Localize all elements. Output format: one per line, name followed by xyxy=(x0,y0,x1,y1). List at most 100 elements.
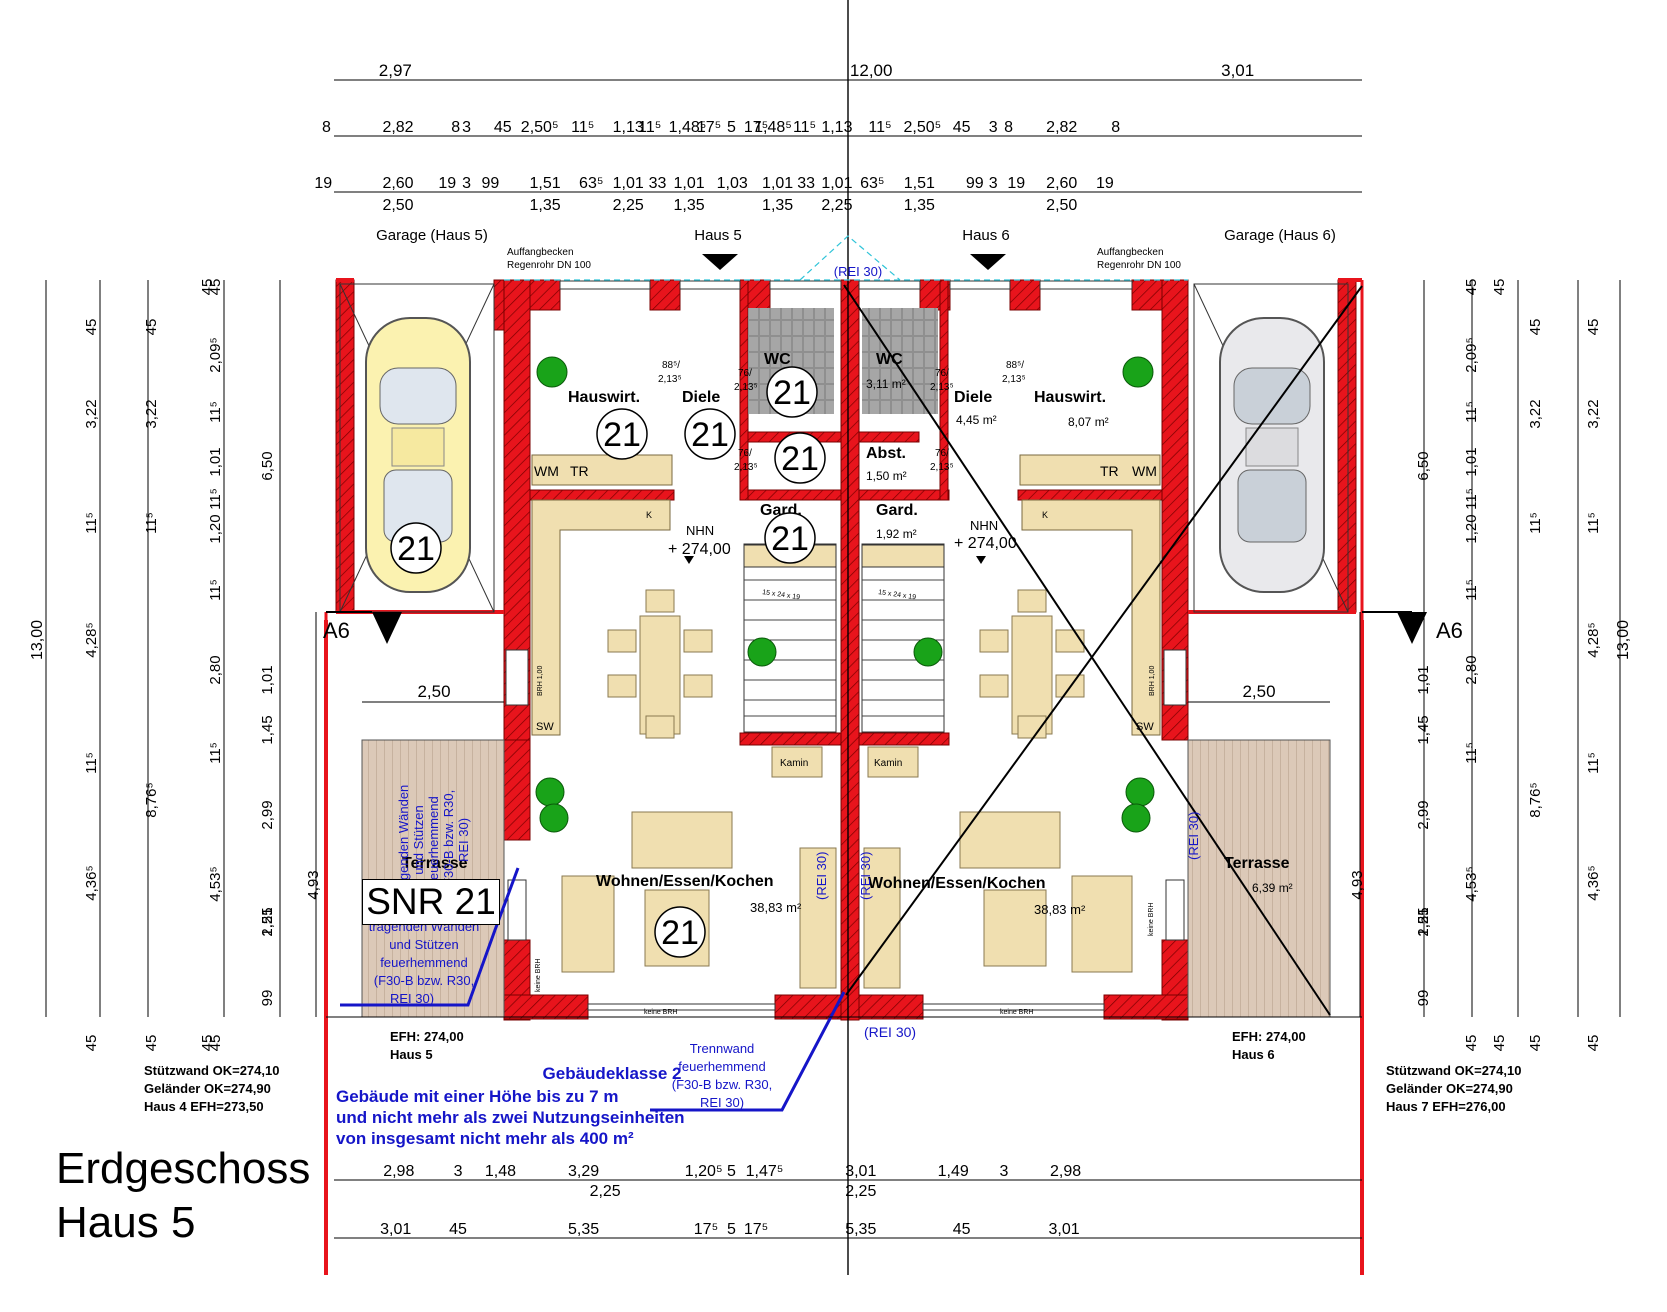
vertical-dim: 4,28⁵ xyxy=(83,622,100,657)
vertical-dim: 1,51 xyxy=(259,907,276,936)
stuetz-right-3: Haus 7 EFH=276,00 xyxy=(1386,1099,1506,1114)
wall xyxy=(1103,994,1189,1020)
room-number: 21 xyxy=(397,530,435,568)
dim-value: 45 xyxy=(953,1221,971,1238)
vertical-dim: 99 xyxy=(259,990,276,1007)
svg-text:REI 30): REI 30) xyxy=(390,991,434,1006)
vertical-dim: 1,51 xyxy=(1415,907,1432,936)
dim-value: 2,25 xyxy=(613,197,644,214)
garage-left xyxy=(339,283,495,613)
label-brh-left: BRH 1,00 xyxy=(537,666,544,696)
blue-annotations xyxy=(340,867,846,1112)
dim-value: 11⁵ xyxy=(793,119,816,136)
vertical-dim: 11⁵ xyxy=(1463,488,1480,510)
dim-value: 5 xyxy=(727,119,736,136)
room-circle xyxy=(654,906,706,958)
vertical-dim: 4,53⁵ xyxy=(1463,866,1480,901)
efh-haus5-name: Haus 5 xyxy=(390,1047,433,1062)
room-circle xyxy=(390,522,442,574)
vertical-dim: 11⁵ xyxy=(83,752,100,774)
vertical-dim: 2,99 xyxy=(259,800,276,829)
label-rei30-top: (REI 30) xyxy=(834,264,882,279)
label-nhn-value-right: + 274,00 xyxy=(954,535,1017,552)
dim-value: 17⁵ xyxy=(694,1221,718,1238)
vertical-dim: 45 xyxy=(199,279,216,296)
dim-value: 2,82 xyxy=(382,119,413,136)
label-garage-left: Garage (Haus 5) xyxy=(376,227,488,244)
label-k-left: K xyxy=(646,510,652,520)
vertical-dim: 45 xyxy=(1527,1035,1544,1052)
dim-value: 8 xyxy=(322,119,331,136)
vertical-dim: 8,76⁵ xyxy=(143,782,160,817)
stuetz-left-1: Stützwand OK=274,10 xyxy=(144,1063,279,1078)
efh-haus6: EFH: 274,00 xyxy=(1232,1029,1306,1044)
area-terrasse-right: 6,39 m² xyxy=(1252,881,1293,895)
roof-dash xyxy=(799,235,901,281)
drawing-title: Erdgeschoss Haus 5 xyxy=(56,1142,310,1250)
label-garage-right: Garage (Haus 6) xyxy=(1224,227,1336,244)
dim-value: 45 xyxy=(953,119,971,136)
dim-value: 1,51 xyxy=(530,175,561,192)
stuetz-right-1: Stützwand OK=274,10 xyxy=(1386,1063,1521,1078)
door-dim-6b: 2,13⁵ xyxy=(930,462,954,473)
vertical-dim: 45 xyxy=(207,1035,224,1052)
dim-value: 1,49 xyxy=(938,1163,969,1180)
dim-value: 1,01 xyxy=(821,175,852,192)
snr-label: SNR 21 xyxy=(362,879,500,925)
vertical-dim: 4,36⁵ xyxy=(83,865,100,900)
svg-text:feuerhemmend: feuerhemmend xyxy=(678,1059,765,1074)
dim-value: 1,35 xyxy=(673,197,704,214)
dining-right xyxy=(979,589,1085,739)
wall xyxy=(1017,489,1163,501)
dim-value: 45 xyxy=(494,119,512,136)
vertical-dim: 3,22 xyxy=(143,399,160,428)
stuetz-left-2: Geländer OK=274,90 xyxy=(144,1081,271,1096)
dim-value: 2,25 xyxy=(821,197,852,214)
dim-value: 3 xyxy=(462,119,471,136)
kitchen xyxy=(531,454,1161,736)
dim-value: 3 xyxy=(454,1163,463,1180)
dim-value: 99 xyxy=(966,175,984,192)
area-abst: 1,50 m² xyxy=(866,469,907,483)
dim-value: 1,13 xyxy=(613,119,644,136)
label-tr-right: TR xyxy=(1100,463,1119,479)
party-wall xyxy=(840,279,860,1021)
dim-value: 11⁵ xyxy=(638,119,661,136)
label-k-right: K xyxy=(1042,510,1048,520)
svg-text:Gebäude mit einer Höhe bis zu: Gebäude mit einer Höhe bis zu 7 m xyxy=(336,1087,618,1106)
dim-value: 19 xyxy=(1007,175,1025,192)
label-diele-right: Diele xyxy=(954,389,992,406)
dim-value: 3,01 xyxy=(845,1163,876,1180)
dim-value: 3,29 xyxy=(568,1163,599,1180)
vertical-dim: 45 xyxy=(143,319,160,336)
vertical-dim-total: 13,00 xyxy=(1615,620,1632,660)
label-terrasse-right: Terrasse xyxy=(1224,855,1290,872)
vertical-dim: 99 xyxy=(1415,990,1432,1007)
label-terrasse-left: Terrasse xyxy=(402,855,468,872)
dimension-lines xyxy=(45,79,1621,1239)
dim-value: 1,35 xyxy=(762,197,793,214)
wall xyxy=(503,994,589,1020)
vertical-dim: 11⁵ xyxy=(1585,752,1602,774)
windows xyxy=(505,280,1187,1011)
dim-value: 1,20⁵ xyxy=(685,1163,723,1180)
dim-value: 1,01 xyxy=(673,175,704,192)
vertical-dim: 11⁵ xyxy=(207,742,224,764)
door-dim-3b: 2,13⁵ xyxy=(930,382,954,393)
vertical-dim: 1,20 xyxy=(207,514,224,543)
room-circle xyxy=(684,408,736,460)
svg-text:REI 30): REI 30) xyxy=(700,1095,744,1110)
dim-value: 3 xyxy=(1000,1163,1009,1180)
living-furniture xyxy=(561,746,1133,989)
svg-text:(F30-B bzw. R30,: (F30-B bzw. R30, xyxy=(374,973,474,988)
door-dim-1b: 2,13⁵ xyxy=(658,374,682,385)
vertical-dim-total: 13,00 xyxy=(29,620,46,660)
trennwand-note: Trennwand feuerhemmend (F30-B bzw. R30, … xyxy=(672,1041,772,1110)
dim-value: 1,47⁵ xyxy=(746,1163,784,1180)
dim-value: 11⁵ xyxy=(571,119,594,136)
label-auffang-right: Auffangbecken xyxy=(1097,247,1164,258)
